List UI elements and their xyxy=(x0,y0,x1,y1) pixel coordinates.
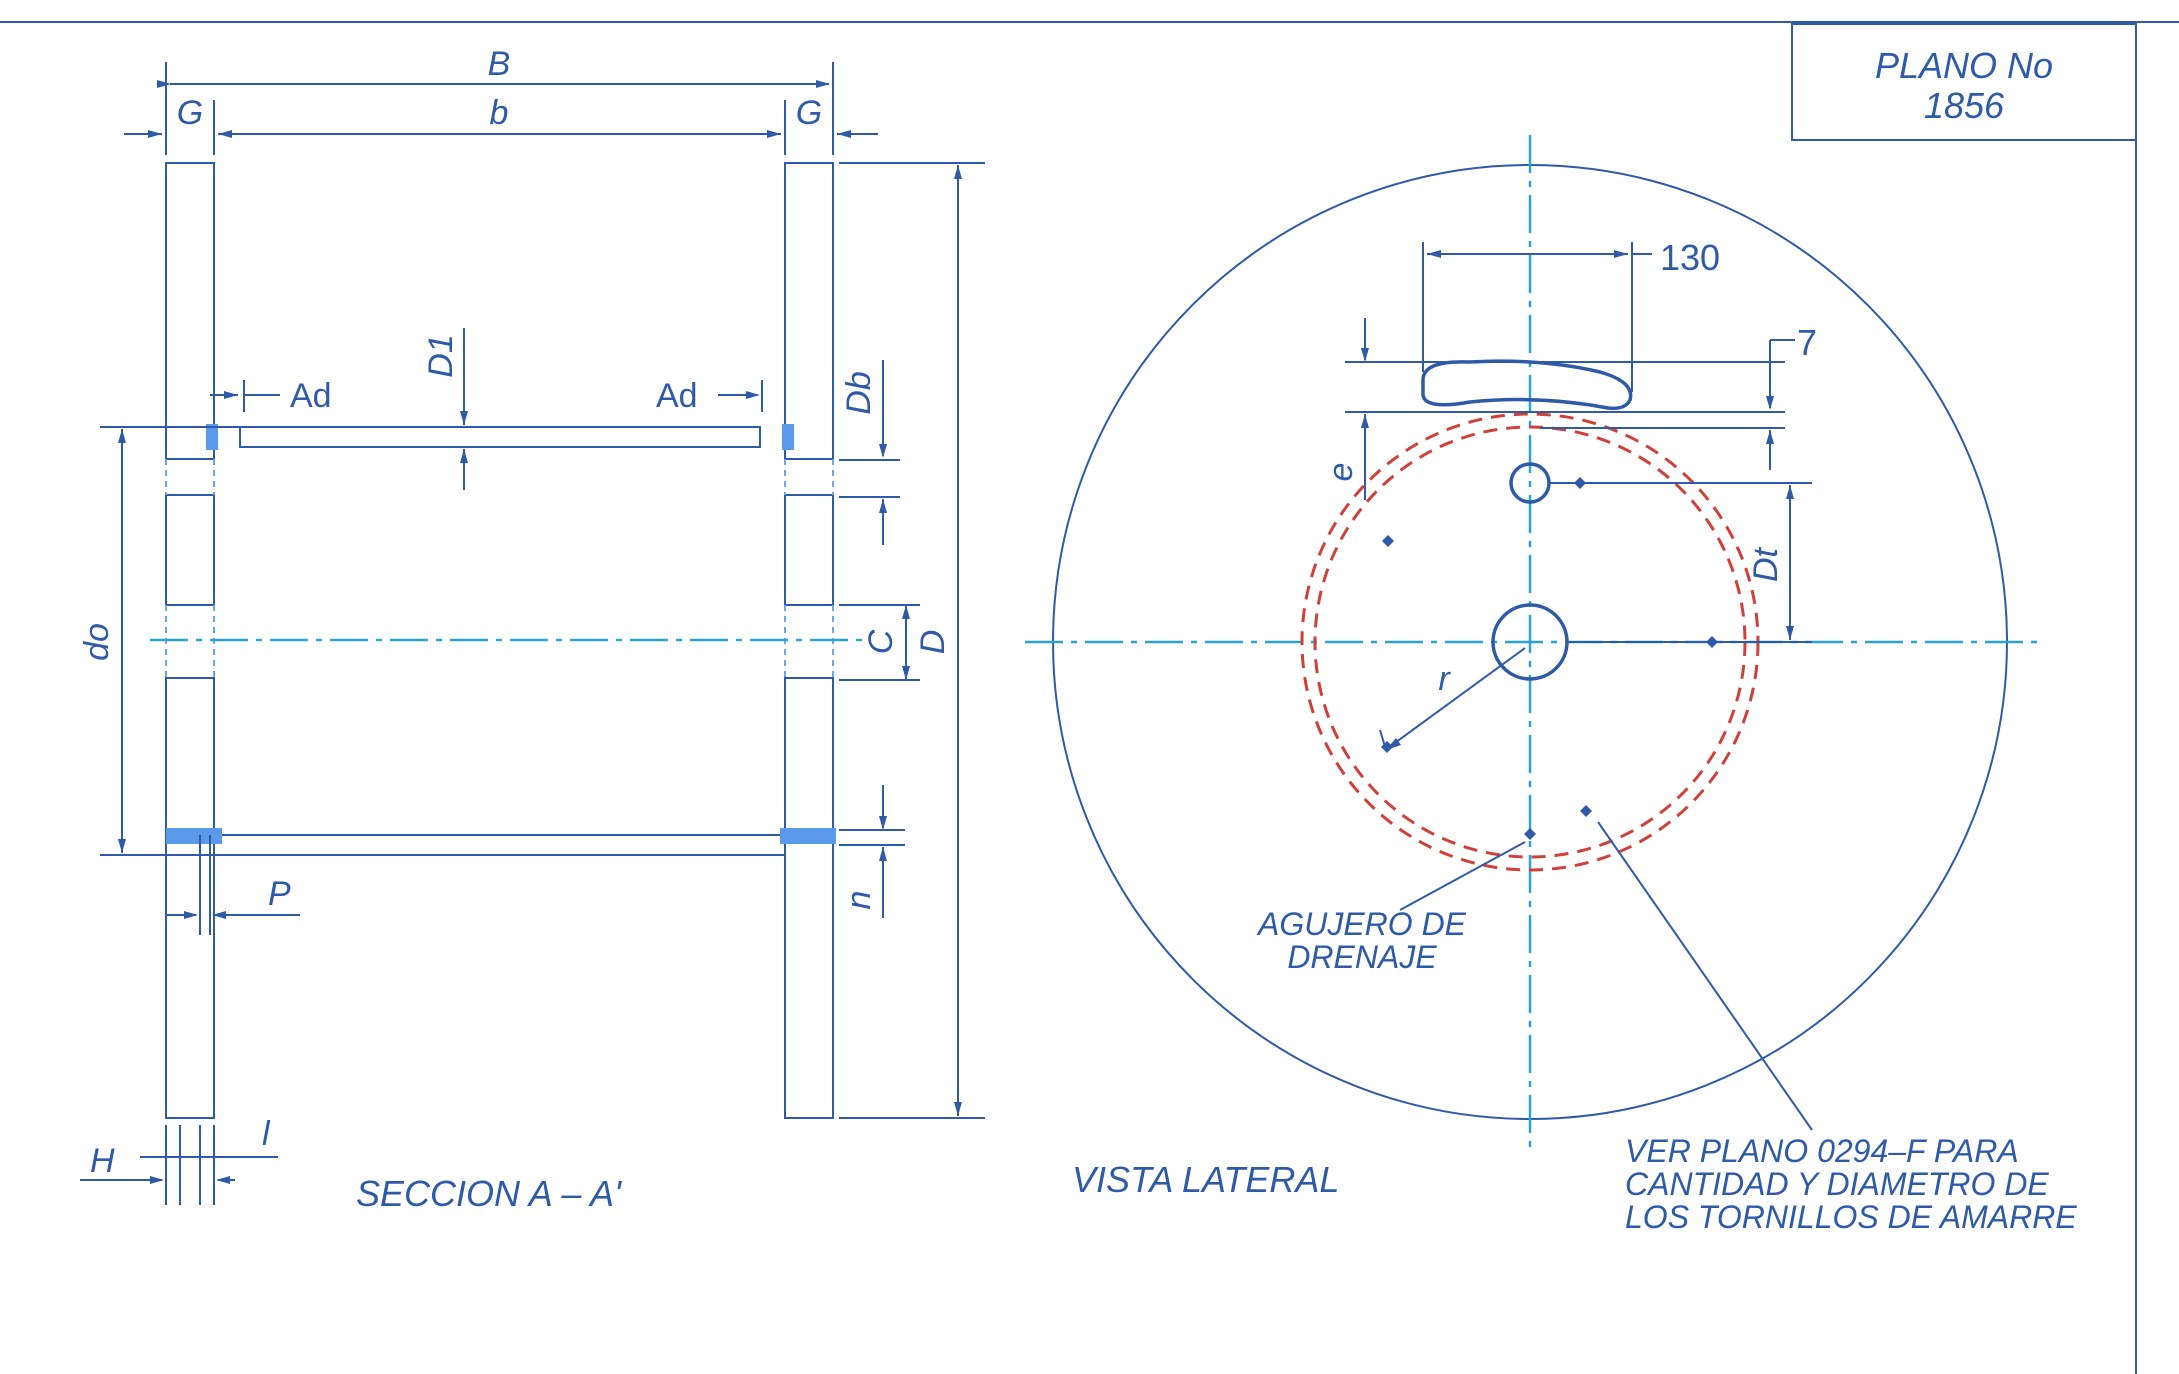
radius-r: r xyxy=(1438,660,1451,698)
dim-G-right: G xyxy=(796,94,822,132)
dim-e: e xyxy=(1322,463,1360,482)
bolt-note-2: CANTIDAD Y DIAMETRO DE xyxy=(1625,1166,2049,1202)
dim-D: D xyxy=(914,630,952,655)
dim-D1: D1 xyxy=(422,334,460,377)
dim-b: b xyxy=(490,94,509,132)
right-flange-upper xyxy=(784,162,834,460)
bottom-stave xyxy=(213,834,786,856)
small-hole xyxy=(1509,462,1551,504)
title-block: PLANO No 1856 xyxy=(1791,23,2137,141)
drain-label-1: AGUJERO DE xyxy=(1256,906,1467,942)
section-title: SECCION A – A' xyxy=(356,1173,622,1214)
lateral-view: 130 7 e Dt r xyxy=(1025,135,2077,1235)
bolt-markers xyxy=(1381,477,1718,840)
dim-n: n xyxy=(840,891,878,910)
plan-label: PLANO No xyxy=(1875,45,2053,86)
dim-do: do xyxy=(78,623,116,661)
right-flange-lower xyxy=(784,677,834,1119)
dim-G-left: G xyxy=(177,94,203,132)
sheet-border xyxy=(0,21,2179,1374)
dim-B: B xyxy=(488,45,511,83)
dim-Dt: Dt xyxy=(1747,546,1785,582)
bolt-note-1: VER PLANO 0294–F PARA xyxy=(1625,1133,2019,1169)
left-flange-middle xyxy=(165,494,215,606)
left-flange-lower xyxy=(165,677,215,1119)
dim-l: l xyxy=(262,1115,271,1153)
left-flange-upper xyxy=(165,162,215,460)
dim-130: 130 xyxy=(1660,237,1720,278)
slot-opening xyxy=(1421,359,1633,411)
dim-H: H xyxy=(90,1142,115,1180)
drain-label-2: DRENAJE xyxy=(1287,939,1437,975)
dim-Ad-left: Ad xyxy=(290,377,332,415)
bolt-note-leader xyxy=(1597,821,1813,1131)
lateral-title: VISTA LATERAL xyxy=(1072,1159,1339,1200)
top-stave-insert-right xyxy=(782,424,794,450)
plan-number: 1856 xyxy=(1924,85,2005,126)
bottom-stave-insert-left xyxy=(166,828,222,844)
dim-Ad-right: Ad xyxy=(656,377,698,415)
dim-7: 7 xyxy=(1797,322,1817,363)
top-stave-insert-left xyxy=(206,424,218,450)
dim-P: P xyxy=(268,875,291,913)
top-stave xyxy=(239,426,761,448)
dim-Db: Db xyxy=(840,371,878,414)
bolt-note-3: LOS TORNILLOS DE AMARRE xyxy=(1625,1199,2077,1235)
drain-leader xyxy=(1399,841,1526,911)
right-flange-middle xyxy=(784,494,834,606)
dim-C: C xyxy=(862,629,900,654)
section-view: B b G G D1 Ad Ad Db xyxy=(78,45,985,1214)
bottom-stave-insert-right xyxy=(780,828,836,844)
